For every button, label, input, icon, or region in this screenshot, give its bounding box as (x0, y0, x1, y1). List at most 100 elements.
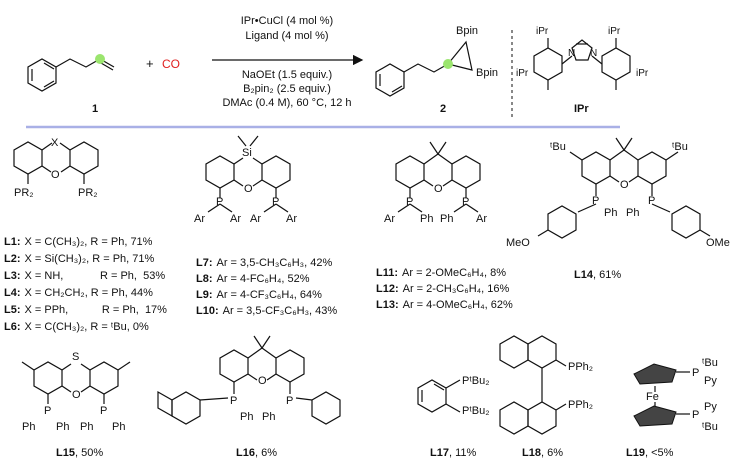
l16-o-atom: O (258, 375, 267, 387)
p-atom: P (692, 409, 699, 421)
ligand-desc: Ar = 2-OMeC₆H₄, 8% (402, 267, 506, 279)
scaffold-pr2-right: PR₂ (78, 187, 98, 199)
svg-text:L7:Ar = 3,5-CH₃C₆H₃, 42%: L7:Ar = 3,5-CH₃C₆H₃, 42% (196, 257, 333, 269)
ligand-list-l11-l13: L11:Ar = 2-OMeC₆H₄, 8% L12:Ar = 2-CH₃C₆H… (376, 267, 513, 311)
ligand-yield: , 6% (255, 447, 277, 459)
ipr-ipr-3: iPr (516, 68, 529, 79)
ar-group: Ar (194, 213, 205, 225)
substrate-1-structure (27, 54, 115, 92)
scaffold-x-atom: X (51, 137, 59, 149)
ligand-id: L4: (4, 287, 21, 299)
scaffold-si-atom: Si (242, 147, 252, 159)
svg-text:L10:Ar = 3,5-CF₃C₆H₃, 43%: L10:Ar = 3,5-CF₃C₆H₃, 43% (196, 305, 337, 317)
ph-group: Ph (56, 421, 69, 433)
ligand-id: L9: (196, 289, 213, 301)
svg-text:L19, <5%: L19, <5% (626, 447, 674, 459)
l17-ptbu2-top: PᵗBu₂ (462, 375, 489, 387)
svg-text:L14, 61%: L14, 61% (574, 269, 621, 281)
ligand-yield: , 11% (449, 447, 477, 459)
ligand-yield: , <5% (645, 447, 674, 459)
ar-group: Ar (476, 213, 487, 225)
ligand-id: L13: (376, 299, 399, 311)
condition-boron: B₂pin₂ (2.5 equiv.) (243, 83, 331, 95)
ar-group: Ar (286, 213, 297, 225)
p-atom: P (406, 196, 413, 208)
ph-group: Ph (604, 207, 617, 219)
condition-solvent: DMAc (0.4 M), 60 °C, 12 h (222, 97, 351, 109)
condition-ligand: Ligand (4 mol %) (245, 30, 328, 42)
condition-catalyst: IPr•CuCl (4 mol %) (241, 15, 333, 27)
ipr-ipr-4: iPr (636, 68, 649, 79)
scaffold-pr2-left: PR₂ (14, 187, 34, 199)
ligand-desc: X = C(CH₃)₂, R = Ph, 71% (25, 236, 153, 248)
ph-group: Ph (626, 207, 639, 219)
p-atom: P (462, 196, 469, 208)
ipr-n-right: N (590, 48, 597, 59)
ph-group: Ph (22, 421, 35, 433)
ph-group: Ph (440, 213, 453, 225)
ligand-id: L3: (4, 270, 21, 282)
l15-o-atom: O (72, 389, 81, 401)
ligand-id: L12: (376, 283, 399, 295)
product-2-structure (375, 40, 473, 97)
ligand-structure-l18 (499, 335, 567, 435)
bpin-top: Bpin (456, 25, 478, 37)
p-atom: P (272, 196, 279, 208)
l15-s-atom: S (72, 351, 79, 363)
ligand-structure-l19 (633, 363, 690, 427)
p-atom: P (648, 195, 655, 207)
ph-group: Ph (112, 421, 125, 433)
ligand-id: L16 (236, 447, 255, 459)
l14-tbu-right: ᵗBu (672, 141, 688, 153)
ligand-desc: Ar = 3,5-CF₃C₆H₃, 43% (223, 305, 338, 317)
ligand-id: L17 (430, 447, 449, 459)
svg-text:L4:X = CH₂CH₂, R = Ph, 44%: L4: X = CH₂CH₂, R = Ph, 44% (4, 287, 153, 299)
substrate-label: 1 (92, 103, 98, 115)
l17-ptbu2-bottom: PᵗBu₂ (462, 405, 489, 417)
l14-meo: MeO (506, 237, 530, 249)
ar-group: Ar (384, 213, 395, 225)
ligand-id: L19 (626, 447, 645, 459)
ph-group: Ph (262, 411, 275, 423)
ligand-desc: Ar = 4-CF₃C₆H₄, 64% (217, 289, 323, 301)
ligand-list-l1-l6: L1:X = C(CH₃)₂, R = Ph, 71% L2:X = Si(CH… (4, 236, 167, 333)
co-reagent: CO (162, 57, 180, 71)
ligand-desc: Ar = 4-OMeC₆H₄, 62% (403, 299, 513, 311)
p-atom: P (592, 195, 599, 207)
ligand-structure-l16 (157, 335, 341, 425)
ligand-desc: X = CH₂CH₂, R = Ph, 44% (25, 287, 154, 299)
ligand-id: L11: (376, 267, 398, 279)
svg-text:L3:X = NH, R = Ph,: L3: X = NH, R = Ph, 53% (4, 270, 165, 282)
l14-tbu-left: ᵗBu (550, 141, 566, 153)
ligand-id: L15 (56, 447, 75, 459)
l19-tbu-bottom: ᵗBu (702, 421, 718, 433)
ligand-scaffold-l11-l13 (395, 141, 481, 213)
scaffold-o-atom-1: O (51, 169, 60, 181)
svg-text:L2:X = Si(CH₃)₂, R = Ph, 71%: L2:X = Si(CH₃)₂, R = Ph, 71% (4, 253, 155, 265)
svg-text:L16, 6%: L16, 6% (236, 447, 277, 459)
ligand-id: L5: (4, 304, 21, 316)
plus-sign: + (146, 56, 154, 71)
ligand-id: L18 (522, 447, 541, 459)
ar-group: Ar (230, 213, 241, 225)
ipr-ipr-1: iPr (536, 26, 549, 37)
ph-group: Ph (80, 421, 93, 433)
ligand-desc: X = NH, R = Ph, 53% (25, 270, 166, 282)
ipr-structure (533, 38, 631, 90)
ligand-structure-l15 (21, 361, 131, 404)
condition-base: NaOEt (1.5 equiv.) (242, 69, 332, 81)
ligand-desc: X = Si(CH₃)₂, R = Ph, 71% (25, 253, 155, 265)
p-atom: P (100, 405, 107, 417)
ipr-n-left: N (568, 48, 575, 59)
ligand-yield: , 6% (541, 447, 563, 459)
l19-tbu-top: ᵗBu (702, 357, 718, 369)
ph-group: Ph (420, 213, 433, 225)
ligand-id: L6: (4, 321, 21, 333)
scaffold-o-atom-3: O (434, 183, 443, 195)
ligand-scaffold-l1-l6 (13, 141, 99, 184)
svg-text:L5:X = PPh, R = Ph,: L5:X = PPh, R = Ph, 17% (4, 304, 167, 316)
svg-text:L8:Ar = 4-FC₆H₄, 52%: L8:Ar = 4-FC₆H₄, 52% (196, 273, 310, 285)
svg-text:L1:X = C(CH₃)₂, R = Ph, 71%: L1:X = C(CH₃)₂, R = Ph, 71% (4, 236, 153, 248)
ligand-desc: Ar = 3,5-CH₃C₆H₃, 42% (217, 257, 333, 269)
